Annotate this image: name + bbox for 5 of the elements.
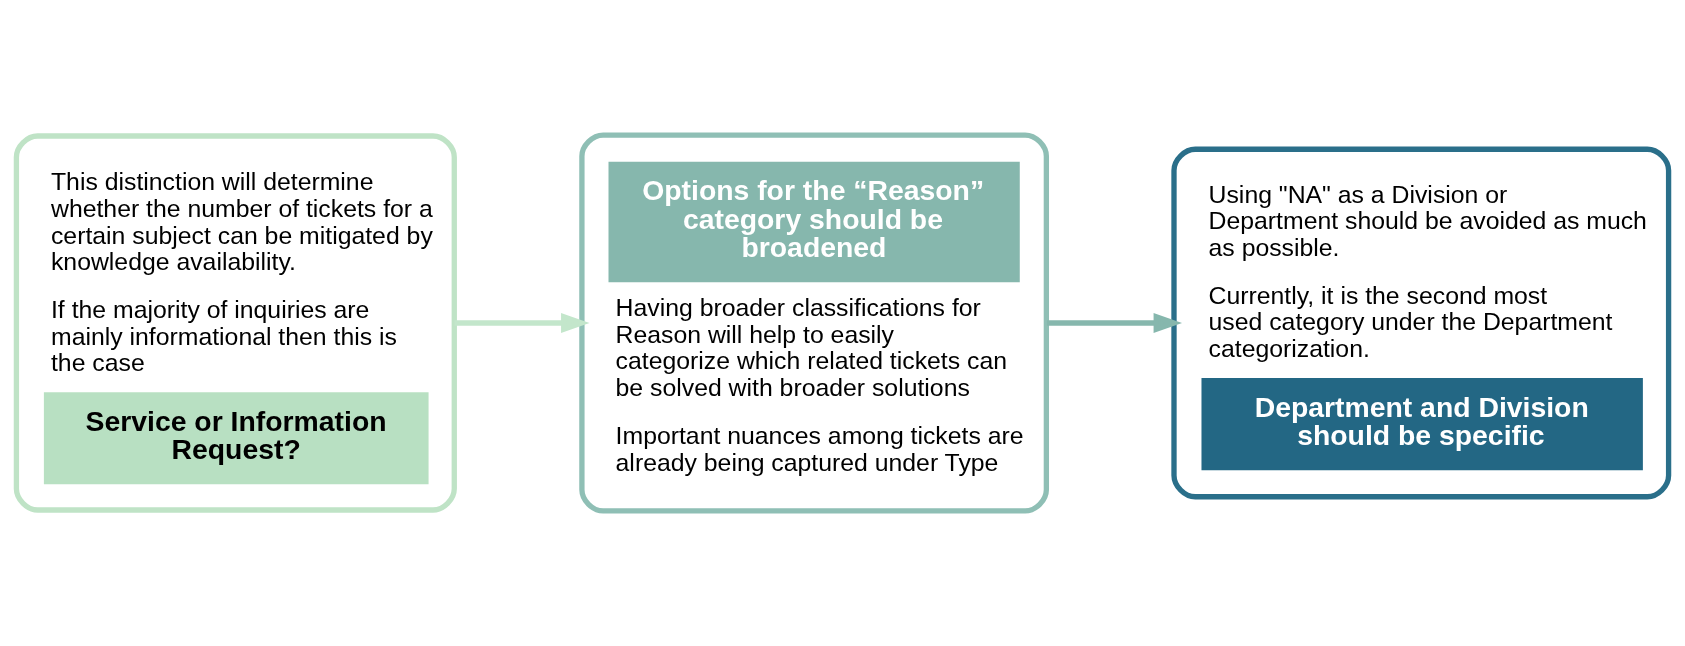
arrow	[454, 313, 590, 333]
node-box: Using "NA" as a Division or Department should be avoided as much as possible. Currently, it is the second most used category under the Department categorization. Department and Division should be specific	[1171, 146, 1672, 500]
node-box: Options for the “Reason” category should be broadened Having broader classifications for Reason will help to easily categorize which related tickets can be solved with broader solutions Important nuances among tickets are already being captured under Type	[579, 132, 1049, 514]
arrow	[1046, 313, 1182, 333]
node-box: This distinction will determine whether the number of tickets for a certain subject can be mitigated by knowledge availability. If the majority of inquiries are mainly informational then this is the case Service or Information Request?	[13, 133, 457, 513]
